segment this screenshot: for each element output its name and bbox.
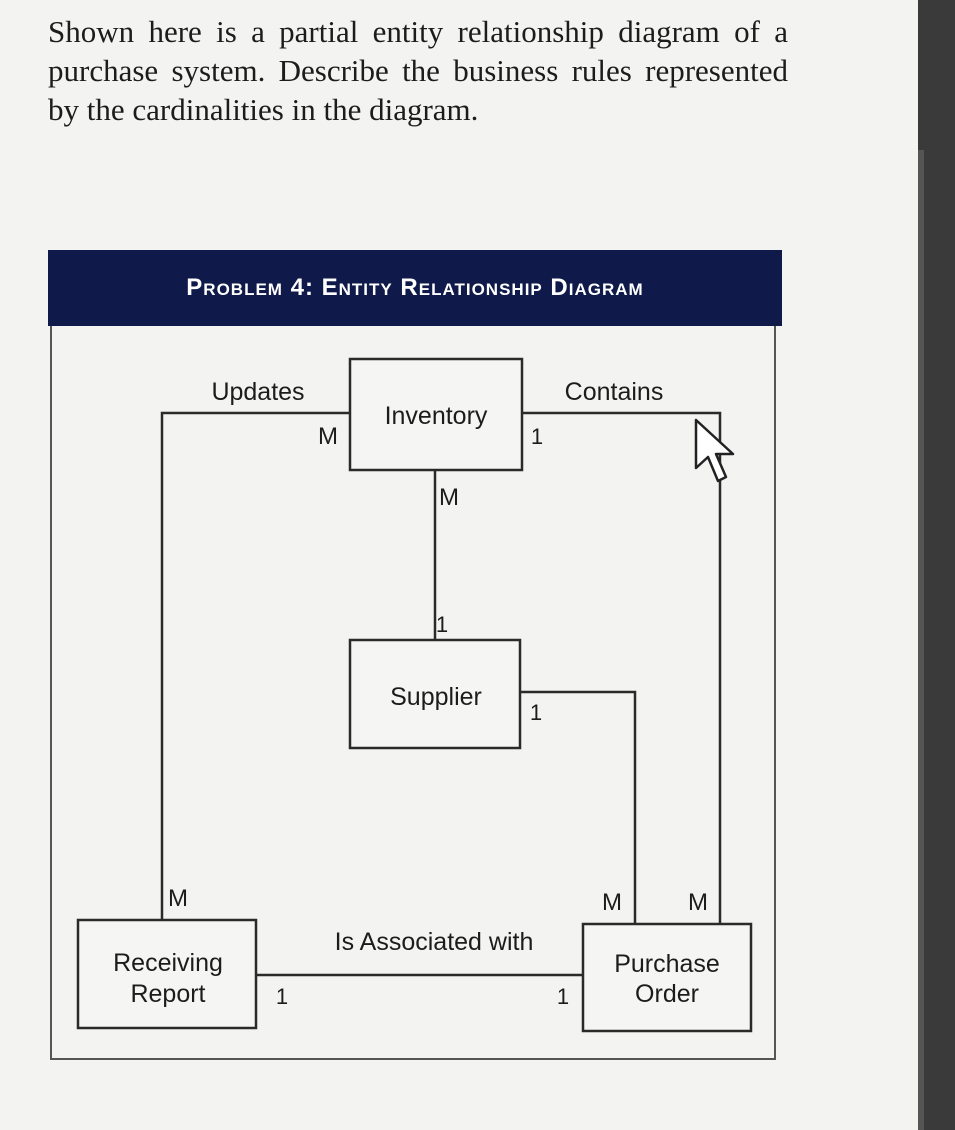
receiving-report-label-2: Report xyxy=(130,980,205,1008)
diagram-banner: Problem 4: Entity Relationship Diagram xyxy=(48,250,782,326)
supplier-entity xyxy=(348,638,522,750)
screen-edge-inner xyxy=(918,150,924,1130)
cardinality-po-contains: M xyxy=(688,889,708,916)
purchase-order-label-1: Purchase xyxy=(614,950,720,978)
updates-line xyxy=(160,411,350,920)
diagram-frame xyxy=(50,326,776,1060)
purchase-order-entity xyxy=(581,922,753,1033)
associated-label: Is Associated with xyxy=(335,928,534,956)
purchase-order-label-2: Order xyxy=(635,980,699,1008)
screen-edge xyxy=(918,0,955,1130)
question-text: Shown here is a partial entity relations… xyxy=(48,14,788,127)
receiving-report-entity xyxy=(76,918,258,1030)
cardinality-inventory-updates: M xyxy=(318,423,338,450)
cardinality-receiving-associated: 1 xyxy=(276,984,288,1009)
inventory-label: Inventory xyxy=(385,402,488,430)
banner-title: Problem 4: Entity Relationship Diagram xyxy=(186,274,644,301)
cardinality-inventory-supplier: M xyxy=(439,484,459,511)
supplier-po-line xyxy=(520,690,637,924)
cardinality-supplier-po: 1 xyxy=(530,700,542,725)
updates-label: Updates xyxy=(211,378,304,406)
contains-line xyxy=(522,411,722,924)
contains-label: Contains xyxy=(565,378,664,406)
supplier-label: Supplier xyxy=(390,683,482,711)
inventory-entity xyxy=(348,357,524,472)
cardinality-receiving-updates: M xyxy=(168,885,188,912)
cardinality-inventory-contains: 1 xyxy=(531,424,543,449)
cardinality-po-associated: 1 xyxy=(557,984,569,1009)
receiving-report-label-1: Receiving xyxy=(113,949,223,977)
cardinality-supplier-inventory: 1 xyxy=(436,612,448,637)
mouse-cursor-icon xyxy=(694,418,735,483)
cardinality-po-supplier: M xyxy=(602,889,622,916)
